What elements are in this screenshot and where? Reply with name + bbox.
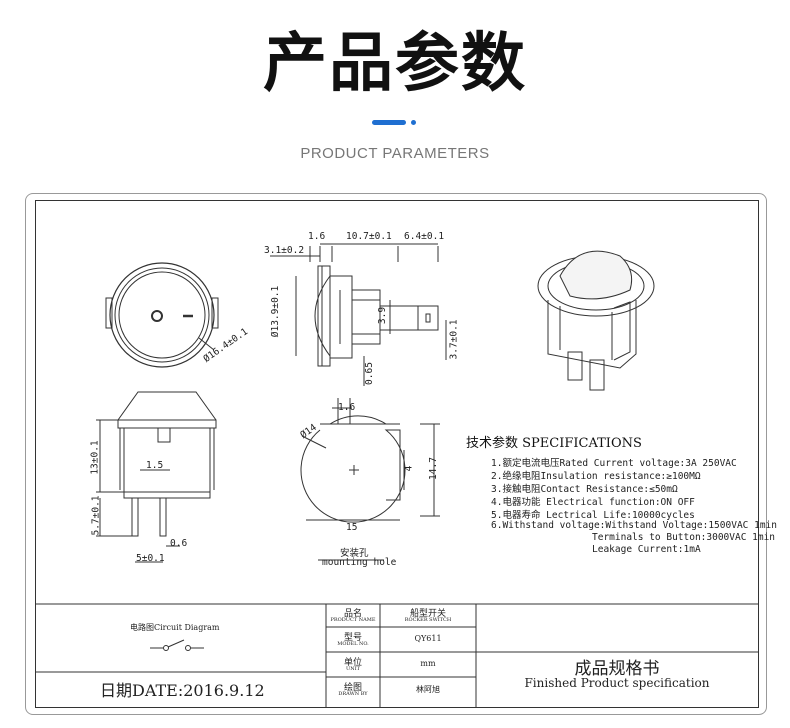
dim-label: 13±0.1 <box>89 440 101 475</box>
spec-line: Leakage Current:1mA <box>592 544 701 555</box>
dim-label: 10.7±0.1 <box>346 231 392 242</box>
field-value: 船型开关 <box>409 609 446 619</box>
product-3d-view <box>537 250 655 391</box>
dim-label: 6.4±0.1 <box>404 231 445 242</box>
accent-dot <box>411 120 416 125</box>
field-label: 绘图 <box>343 683 362 693</box>
spec-line: 4.电器功能 Electrical function:ON OFF <box>491 497 695 508</box>
accent-bar <box>372 120 406 125</box>
field-label-en: UNIT <box>346 666 360 672</box>
dim-label: 1.6 <box>338 402 356 413</box>
doc-title-cn: 成品规格书 <box>574 659 660 679</box>
spec-line: 2.绝缘电阻Insulation resistance:≥100MΩ <box>491 471 701 482</box>
side-view <box>96 391 217 563</box>
field-value: mm <box>420 659 436 668</box>
hole-caption-cn: 安装孔 <box>340 548 369 559</box>
field-label: 型号 <box>343 633 362 643</box>
drawing-card <box>25 193 767 715</box>
page-title: 产品参数 <box>263 27 527 101</box>
spec-line: 6.Withstand voltage:Withstand Voltage:15… <box>491 520 777 531</box>
dim-label: 14.7 <box>427 457 439 480</box>
field-label-en: PRODUCT NAME <box>330 617 376 623</box>
dim-label: 5±0.1 <box>136 553 165 564</box>
circuit-diagram-label: 电路图Circuit Diagram <box>130 623 220 632</box>
drawing-border <box>35 200 759 708</box>
dim-label: 0.65 <box>363 362 375 385</box>
field-label-en: DRAWN BY <box>338 691 368 697</box>
hole-caption-en: mounting hole <box>322 557 397 568</box>
spec-title: 技术参数 SPECIFICATIONS <box>466 436 642 451</box>
field-label-en: MODEL NO. <box>337 641 369 647</box>
field-label: 单位 <box>343 658 362 668</box>
dim-label: 5.7±0.1 <box>90 495 102 536</box>
field-value: QY611 <box>414 634 442 643</box>
field-value-en: ROCKER SWITCH <box>404 617 452 623</box>
doc-title-en: Finished Product specification <box>524 676 710 690</box>
spec-line: Terminals to Button:3000VAC 1min <box>592 532 776 543</box>
date-label: 日期DATE:2016.9.12 <box>100 681 265 700</box>
spec-line: 1.额定电流电压Rated Current voltage:3A 250VAC <box>491 458 737 469</box>
dim-label: 3.1±0.2 <box>264 245 305 256</box>
dim-label: 1.6 <box>308 231 326 242</box>
field-value: 林阿旭 <box>416 685 440 694</box>
dim-label: 0.6 <box>170 538 188 549</box>
dim-label: 3.9 <box>377 306 389 325</box>
dim-label: 4 <box>403 465 415 472</box>
page-subtitle: PRODUCT PARAMETERS <box>300 145 490 162</box>
title-block <box>36 603 758 707</box>
front-view <box>105 262 219 368</box>
dim-label: Ø13.9±0.1 <box>270 285 282 338</box>
spec-line: 5.电器寿命 Lectrical Life:10000cycles <box>491 510 695 521</box>
dim-label: 15 <box>346 522 358 533</box>
profile-view <box>270 243 447 386</box>
field-label: 品名 <box>343 609 362 619</box>
mounting-hole <box>300 398 440 561</box>
dim-label: 1.5 <box>146 460 164 471</box>
spec-line: 3.接触电阻Contact Resistance:≤50mΩ <box>491 484 678 495</box>
dim-label: 3.7±0.1 <box>448 319 460 360</box>
